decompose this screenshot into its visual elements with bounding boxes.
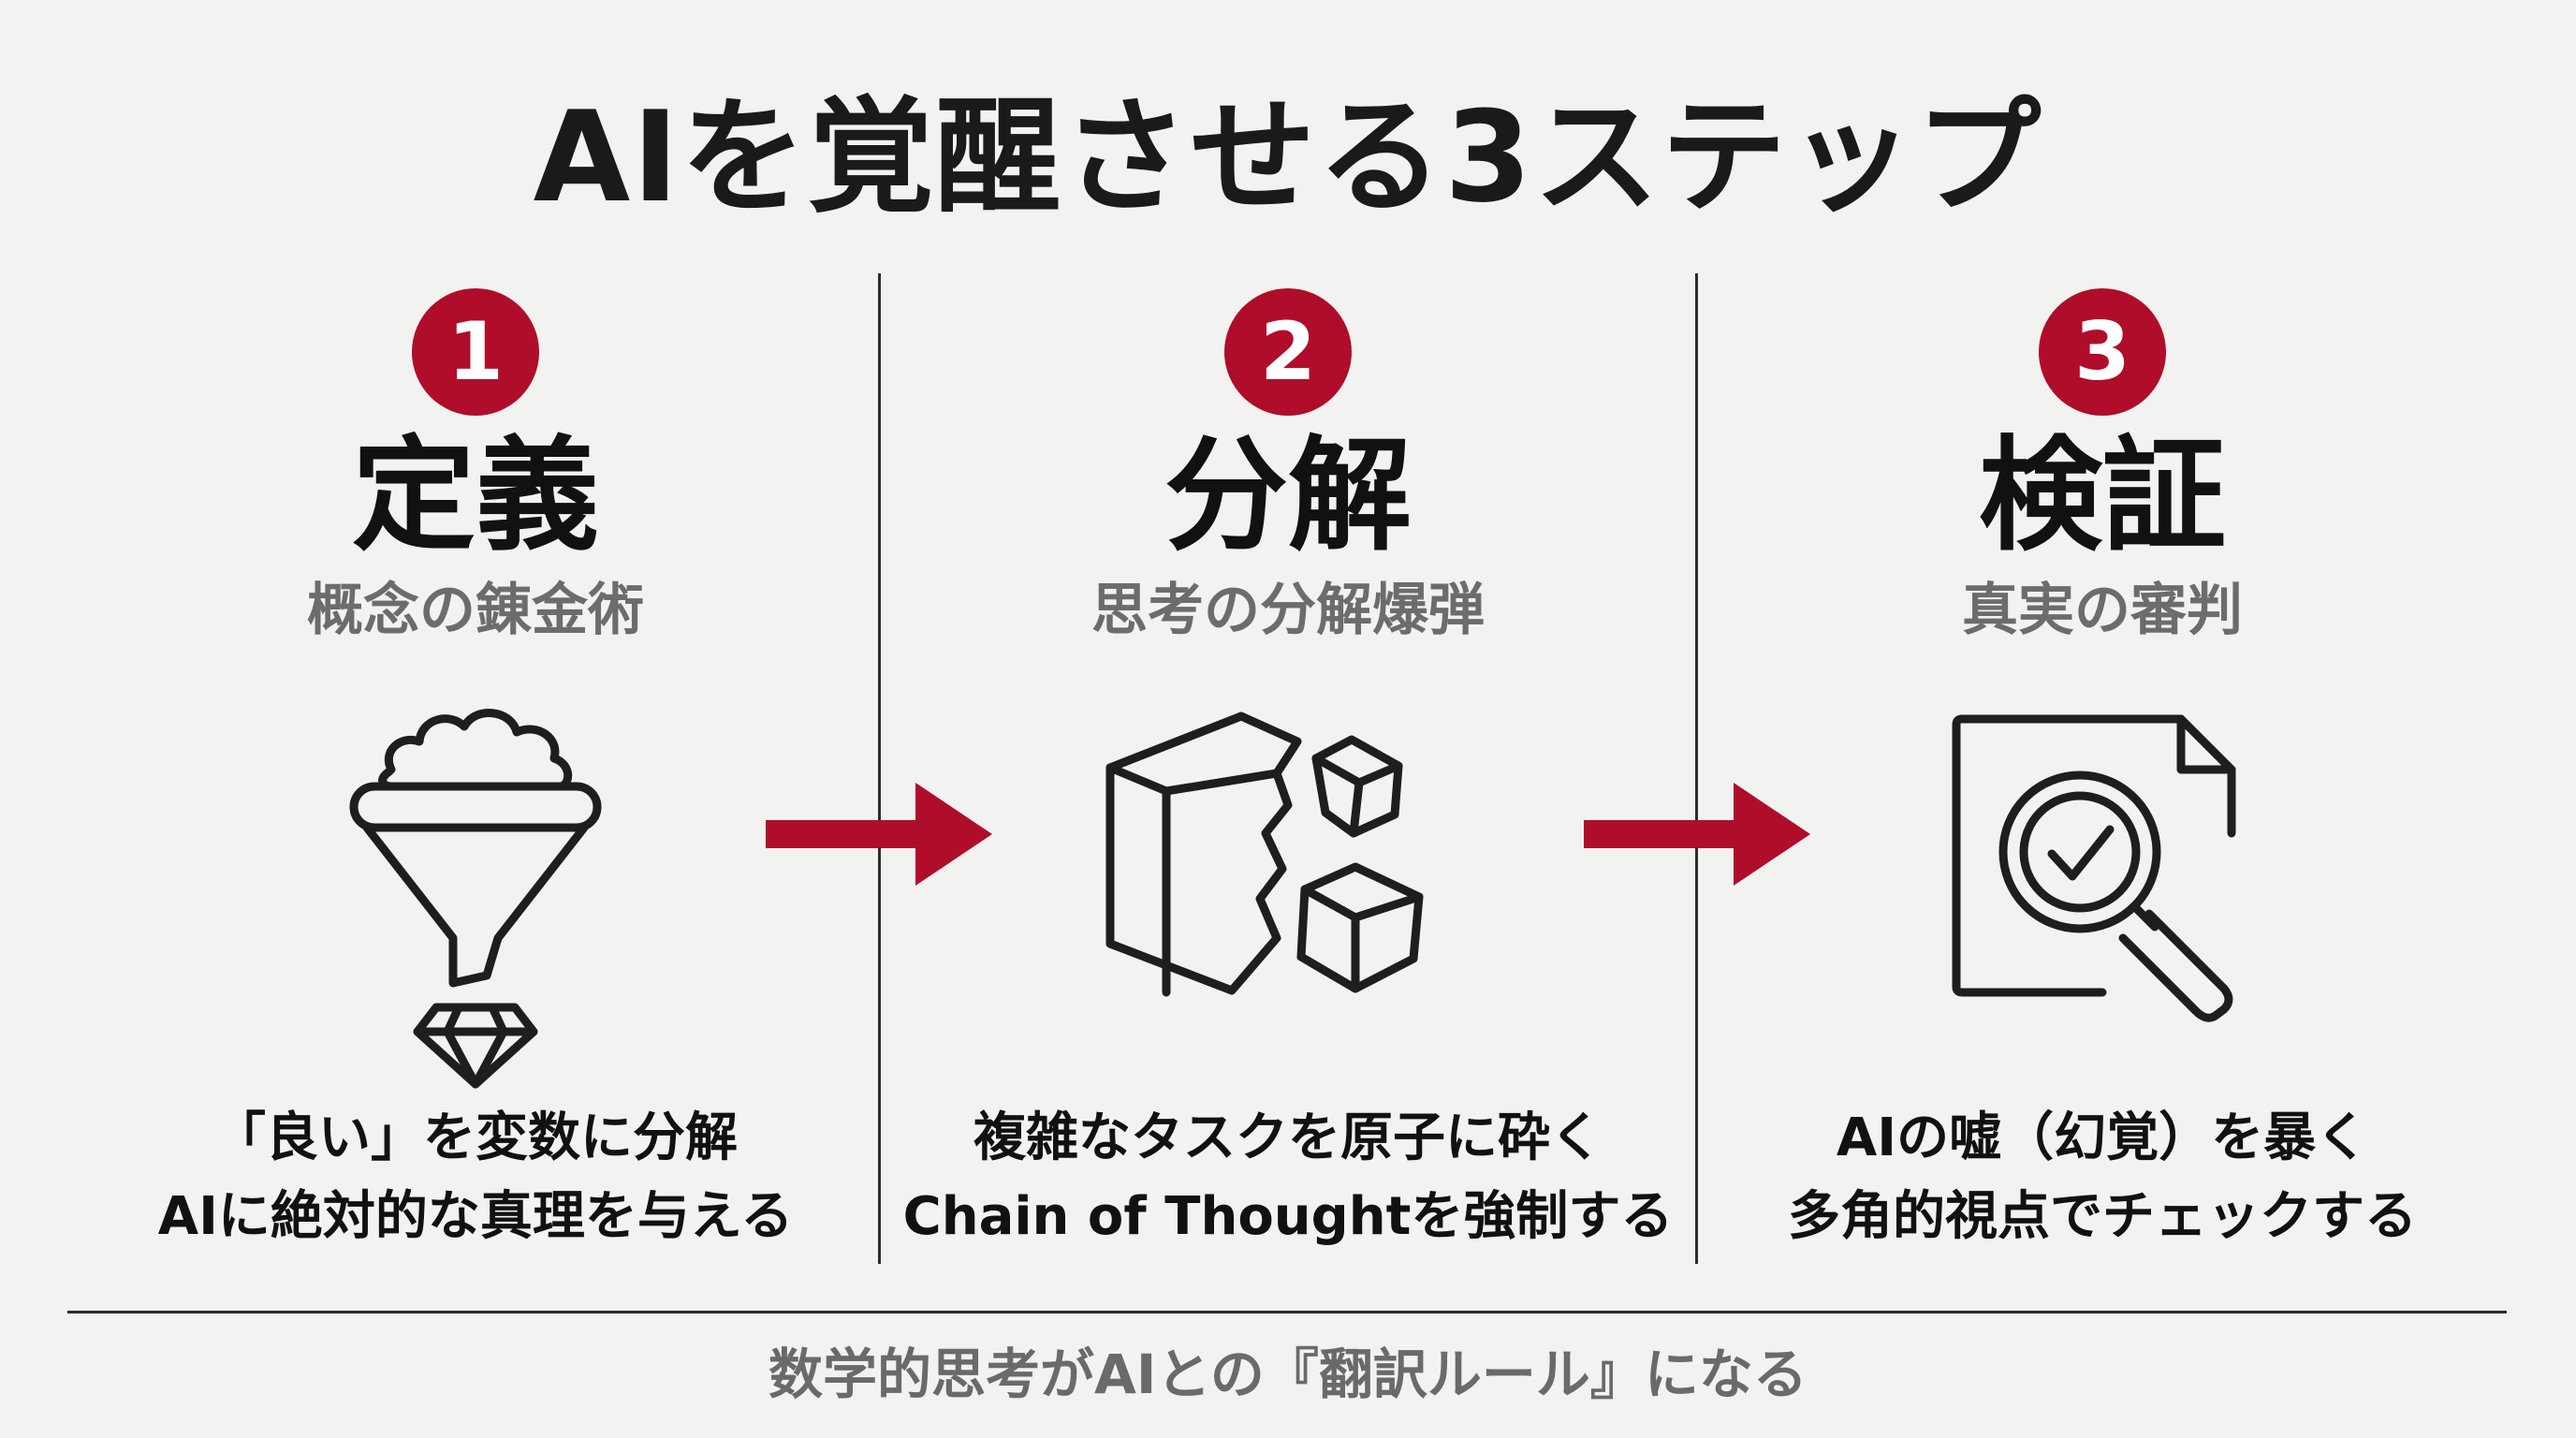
broken-cubes-icon <box>1101 693 1475 1067</box>
step-subheading: 思考の分解爆弾 <box>1091 578 1485 643</box>
step-number-badge: 2 <box>1224 288 1352 416</box>
step-subheading: 概念の錬金術 <box>307 578 644 643</box>
step-description-line1: 複雑なタスクを原子に砕く <box>973 1108 1603 1168</box>
footer-divider <box>67 1311 2507 1313</box>
step-number-badge: 1 <box>412 288 539 416</box>
step-heading: 検証 <box>1979 424 2226 568</box>
document-magnifier-check-icon <box>1915 693 2290 1067</box>
step-description-line1: 「良い」を変数に分解 <box>213 1108 738 1168</box>
column-divider <box>878 273 881 1264</box>
step-number-badge: 3 <box>2039 288 2166 416</box>
arrow-right-icon <box>1584 783 1810 886</box>
funnel-diamond-icon <box>288 693 663 1089</box>
column-divider <box>1695 273 1698 1264</box>
step-subheading: 真実の審判 <box>1962 578 2243 643</box>
step-description-line2: 多角的視点でチェックする <box>1788 1186 2417 1247</box>
step-heading: 分解 <box>1164 424 1412 568</box>
arrow-right-icon <box>766 783 992 886</box>
page-title: AIを覚醒させる3ステップ <box>533 84 2043 230</box>
step-description-line1: AIの嘘（幻覚）を暴く <box>1836 1108 2369 1168</box>
step-description-line2: AIに絶対的な真理を与える <box>157 1186 794 1247</box>
footer-caption: 数学的思考がAIとの『翻訳ルール』になる <box>768 1343 1808 1406</box>
step-heading: 定義 <box>352 424 599 568</box>
step-description-line2: Chain of Thoughtを強制する <box>902 1186 1674 1247</box>
